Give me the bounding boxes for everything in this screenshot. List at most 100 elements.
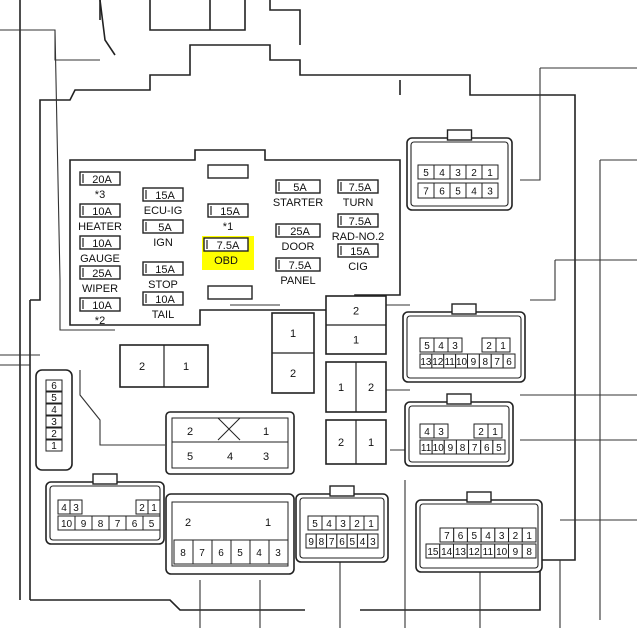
fuse-amp: 15A — [155, 190, 175, 202]
connector-latch — [451, 303, 477, 315]
connector-pin: 7 — [472, 443, 478, 454]
relay-pin: 2 — [353, 306, 359, 318]
connector-inner — [171, 417, 289, 469]
connector-pin: 12 — [432, 357, 444, 368]
connector-pin: 1 — [526, 531, 532, 542]
connector-pin-cell — [363, 515, 379, 531]
fuse-amp: 15A — [220, 206, 240, 218]
connector-pin: 4 — [471, 187, 477, 198]
connector-pin: 1 — [265, 517, 271, 529]
fuse-body — [337, 179, 379, 194]
fuse-label: PANEL — [280, 275, 315, 287]
fuse-label: OBD — [214, 255, 238, 267]
fuse-amp: 7.5A — [217, 240, 240, 252]
fuse-body — [142, 219, 184, 234]
fuse-body — [79, 265, 121, 280]
connector-pin: 8 — [526, 547, 532, 558]
relay-b: 12 — [271, 312, 315, 394]
fuse-body — [207, 203, 249, 218]
connector-pin: 5 — [423, 168, 429, 179]
connector-pin-cell — [492, 439, 506, 455]
connector-pin: 2 — [187, 426, 193, 438]
relay-pin: 2 — [368, 382, 374, 394]
connector-pin: 14 — [441, 547, 453, 558]
connector-pin: 5 — [51, 393, 57, 404]
relay-pin: 1 — [368, 437, 374, 449]
connector-pin: 2 — [471, 168, 477, 179]
relay-pin: 2 — [139, 361, 145, 373]
fuse-body — [275, 179, 321, 194]
connector-pin: 6 — [484, 443, 490, 454]
connector-pin: 8 — [483, 357, 489, 368]
fuse-label: HEATER — [78, 221, 122, 233]
connector-pin: 3 — [73, 503, 79, 514]
fuse-body — [79, 203, 121, 218]
fuse-label: STOP — [148, 279, 178, 291]
connector-pin: 7 — [494, 357, 500, 368]
connector-pin: 3 — [452, 341, 458, 352]
connector-pin: 3 — [370, 537, 376, 548]
connector-pin: 5 — [424, 341, 430, 352]
connector-pin: 6 — [339, 537, 345, 548]
connector-pin: 9 — [513, 547, 519, 558]
connector-pin: 12 — [469, 547, 481, 558]
connector-pin-cell — [487, 423, 503, 439]
connector-pin: 5 — [149, 519, 155, 530]
connector-pin-cell — [433, 423, 449, 439]
connector-pin-cell — [45, 403, 63, 416]
fuse-label: ECU-IG — [144, 205, 183, 217]
connector-pin: 5 — [455, 187, 461, 198]
connector-pin: 4 — [51, 405, 57, 416]
housing-outline — [19, 0, 576, 611]
fuse-label: WIPER — [82, 283, 118, 295]
relay-pin: 2 — [290, 368, 296, 380]
connector-pin: 8 — [98, 519, 104, 530]
fuse-label: STARTER — [273, 197, 323, 209]
connector-pin: 4 — [256, 548, 262, 559]
connector-pin-cell — [268, 539, 289, 565]
fuse-amp: 25A — [290, 226, 310, 238]
fuse-amp: 15A — [350, 246, 370, 258]
connector-pin: 2 — [513, 531, 519, 542]
connector-inner — [408, 405, 510, 463]
connector-pin: 6 — [51, 381, 57, 392]
connector-pin: 4 — [424, 427, 430, 438]
connector-pin: 4 — [227, 451, 233, 463]
connector-pin: 5 — [237, 548, 243, 559]
connector-pin: 2 — [139, 503, 145, 514]
connector-pin: 5 — [472, 531, 478, 542]
connector-latch — [466, 491, 492, 503]
connector-pin: 3 — [263, 451, 269, 463]
leader-lines — [0, 29, 637, 628]
fuse-body — [203, 237, 249, 252]
connector-pin: 11 — [483, 547, 494, 558]
connector-latch — [446, 393, 472, 405]
connector-pin: 11 — [444, 357, 455, 368]
connector-pin-cell — [69, 499, 83, 515]
connector-pin: 5 — [496, 443, 502, 454]
connector-pin: 8 — [460, 443, 466, 454]
connector-pin-cell — [495, 337, 511, 353]
fuse-body — [337, 243, 379, 258]
connector-pin: 6 — [218, 548, 224, 559]
connector-pin: 9 — [471, 357, 477, 368]
connector-pin: 1 — [492, 427, 498, 438]
fuse-body — [79, 297, 121, 312]
relay-pin: 1 — [183, 361, 189, 373]
connector-latch — [329, 485, 355, 497]
relay-pin: 1 — [290, 328, 296, 340]
